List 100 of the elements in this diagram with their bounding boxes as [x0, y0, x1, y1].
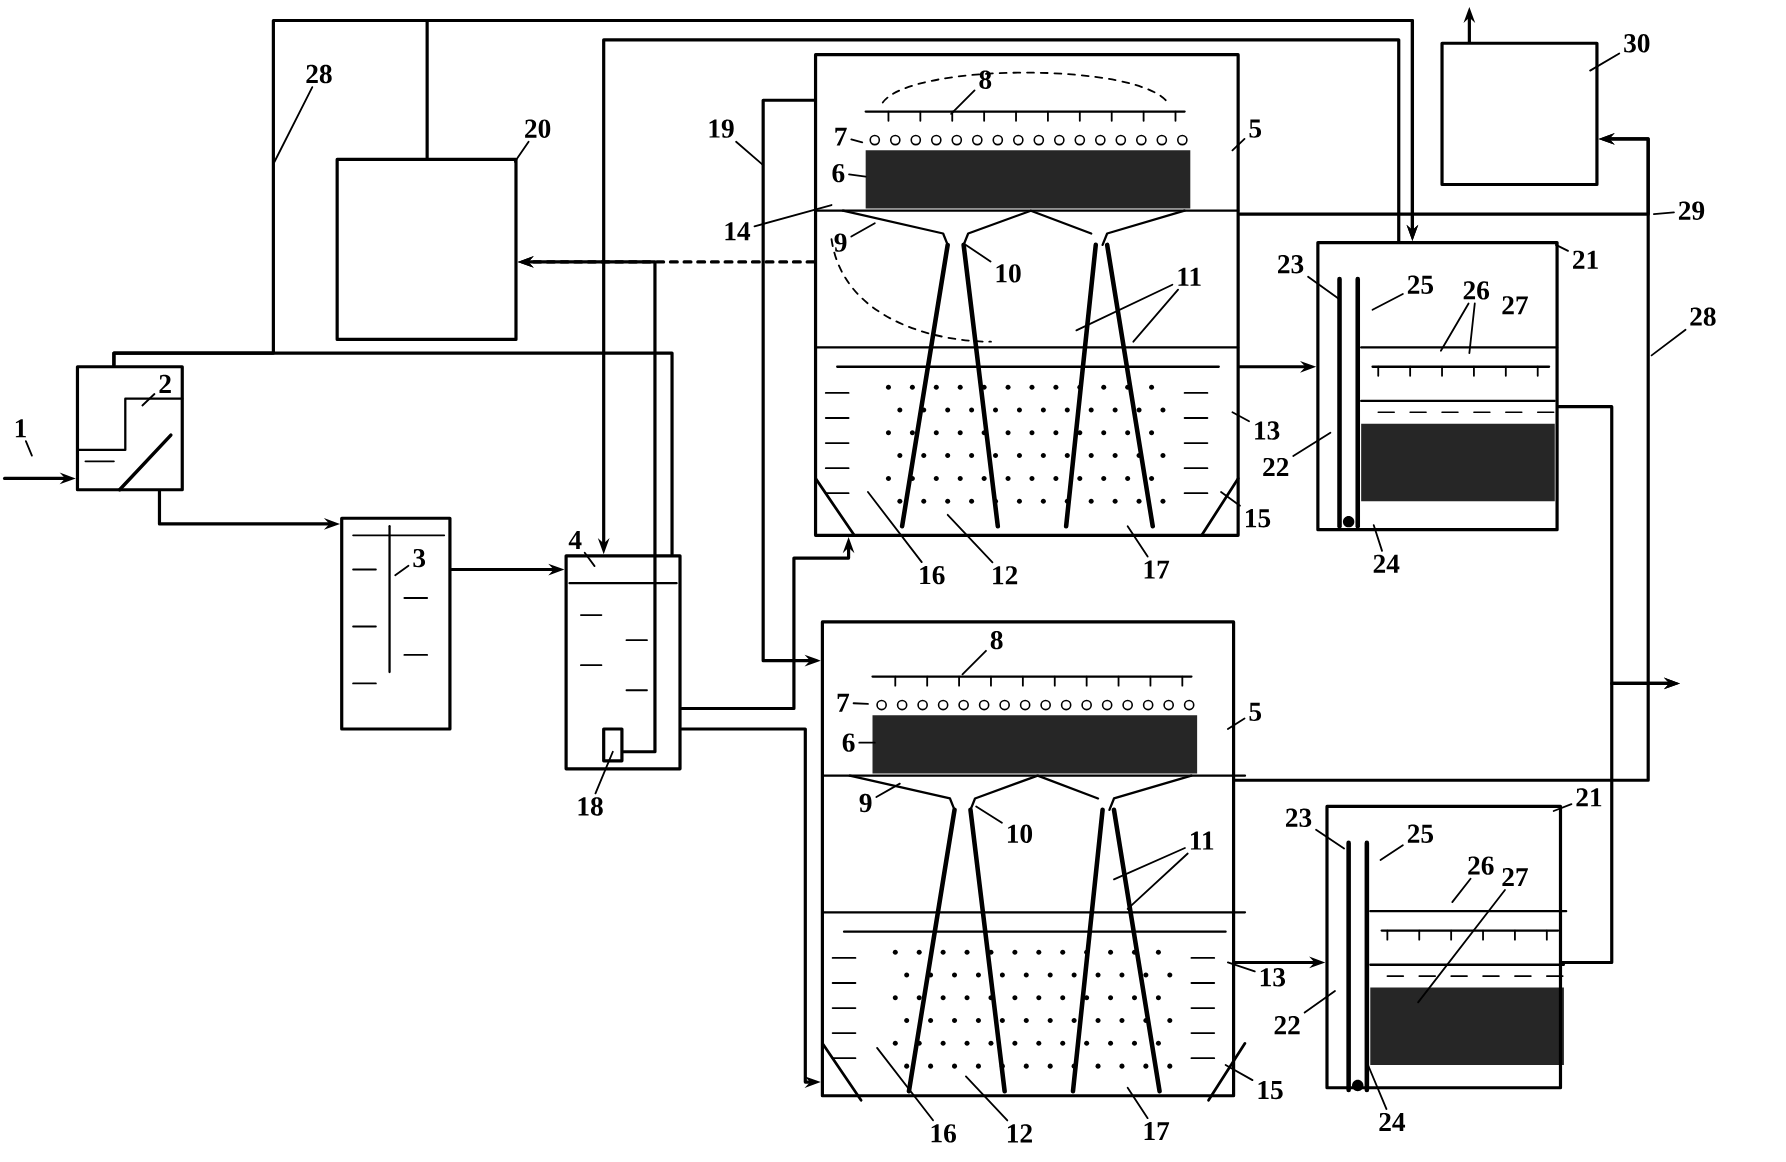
callout-number: 28 — [306, 64, 332, 84]
callout-number: 25 — [1407, 275, 1434, 294]
leader-line — [852, 702, 869, 705]
leader-line — [1292, 432, 1332, 458]
callout-number: 11 — [1190, 831, 1214, 850]
pipe — [112, 19, 1419, 367]
leader-line — [850, 138, 864, 144]
leader-line — [1132, 288, 1179, 343]
leader-line — [1307, 275, 1340, 300]
leader-line — [513, 141, 530, 163]
callout-number: 21 — [1573, 250, 1598, 269]
filter-tank — [1316, 241, 1559, 532]
callout-number: 19 — [709, 119, 734, 138]
callout-number: 23 — [1278, 255, 1304, 274]
leader-line — [1589, 52, 1621, 72]
leader-line — [1303, 990, 1336, 1014]
callout-number: 5 — [1249, 702, 1262, 722]
callout-number: 15 — [1246, 509, 1271, 528]
leader-line — [850, 222, 876, 238]
callout-number: 20 — [525, 119, 551, 138]
leader-line — [1126, 1086, 1149, 1120]
leader-line — [946, 514, 994, 564]
leader-line — [1552, 803, 1573, 812]
leader-line — [875, 782, 901, 798]
leader-line — [1220, 491, 1241, 507]
leader-line — [1227, 717, 1246, 730]
leader-line — [1555, 244, 1569, 252]
callout-number: 30 — [1624, 34, 1650, 53]
callout-number: 3 — [413, 549, 426, 568]
leader-line — [1468, 302, 1476, 355]
leader-line — [735, 140, 765, 167]
leader-line — [1440, 302, 1470, 352]
callout-number: 6 — [832, 164, 845, 183]
leader-line — [858, 741, 876, 744]
pump — [602, 727, 624, 763]
leader-line — [876, 1047, 934, 1122]
callout-number: 11 — [1178, 267, 1201, 286]
callout-number: 24 — [1379, 1112, 1406, 1132]
callout-number: 16 — [920, 566, 945, 585]
leader-line — [753, 204, 833, 228]
leader-line — [965, 1075, 1009, 1122]
callout-number: 10 — [996, 264, 1021, 283]
callout-number: 1 — [15, 419, 26, 438]
callout-number: 27 — [1502, 296, 1528, 315]
callout-number: 25 — [1407, 824, 1434, 844]
leader-line — [1113, 847, 1186, 881]
callout-number: 28 — [1690, 307, 1716, 326]
callout-number: 13 — [1260, 968, 1286, 987]
leader-line — [394, 564, 410, 577]
callout-number: 16 — [931, 1124, 956, 1143]
leader-line — [848, 173, 867, 178]
callout-number: 22 — [1274, 1016, 1300, 1035]
callout-number: 27 — [1502, 868, 1528, 887]
leader-line — [1417, 889, 1506, 1004]
callout-number: 4 — [568, 531, 582, 549]
callout-number: 7 — [835, 127, 847, 146]
equipment-box — [1440, 41, 1599, 187]
callout-number: 13 — [1255, 421, 1280, 440]
callout-number: 17 — [1144, 560, 1170, 579]
callout-number: 24 — [1373, 554, 1400, 573]
regulating-tank — [564, 554, 682, 771]
leader-line — [1075, 283, 1174, 332]
leader-line — [965, 244, 992, 263]
callout-number: 5 — [1249, 119, 1262, 138]
leader-line — [1126, 852, 1189, 910]
leader-line — [975, 805, 1003, 824]
leader-line — [594, 750, 614, 795]
screen-tank — [75, 365, 184, 492]
callout-number: 26 — [1463, 281, 1490, 300]
callout-number: 22 — [1263, 458, 1289, 477]
callout-number: 6 — [842, 733, 855, 752]
leader-line — [1372, 524, 1383, 552]
leader-line — [1231, 411, 1250, 423]
callout-number: 9 — [834, 233, 847, 252]
leader-line — [273, 86, 314, 163]
leader-line — [1451, 877, 1472, 904]
callout-number: 14 — [725, 222, 751, 241]
callout-number: 8 — [979, 70, 992, 89]
callout-number: 29 — [1678, 201, 1705, 220]
leader-line — [141, 393, 156, 407]
callout-number: 17 — [1144, 1122, 1170, 1141]
leader-line — [867, 491, 923, 564]
leader-line — [961, 650, 987, 676]
callout-number: 15 — [1258, 1081, 1283, 1100]
callout-number: 23 — [1286, 808, 1312, 828]
leader-line — [583, 551, 596, 568]
leader-line — [950, 89, 976, 115]
callout-number: 12 — [1007, 1124, 1032, 1143]
callout-number: 21 — [1576, 788, 1602, 807]
callout-number: 7 — [837, 693, 850, 712]
leader-line — [1650, 328, 1687, 357]
callout-number: 10 — [1007, 824, 1033, 844]
filter-tank — [1325, 804, 1563, 1090]
leader-line — [1371, 293, 1404, 311]
callout-number: 9 — [859, 793, 872, 813]
leader-line — [1379, 844, 1404, 861]
equipment-box — [335, 157, 518, 342]
settling-tank — [340, 516, 452, 731]
callout-number: 12 — [993, 566, 1018, 585]
callout-number: 2 — [159, 374, 171, 393]
